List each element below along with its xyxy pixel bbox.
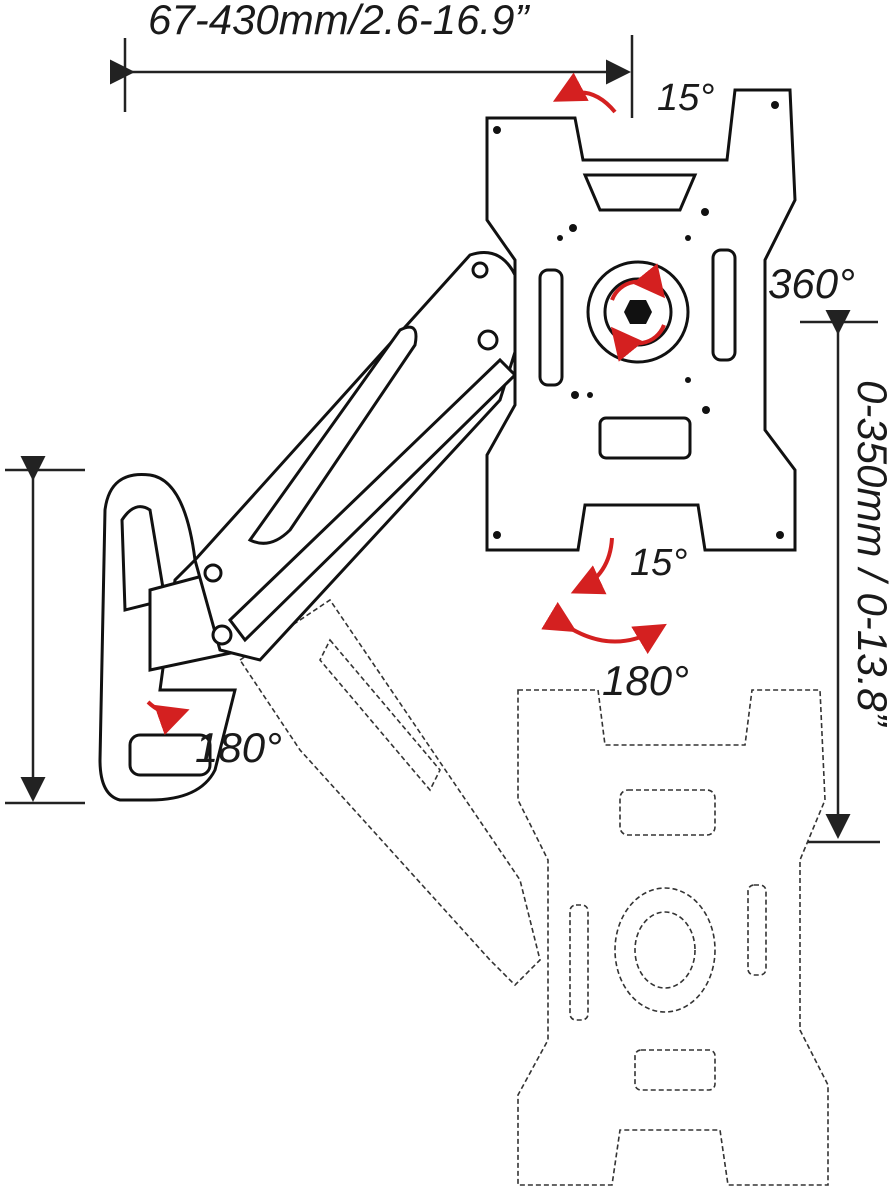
- horizontal-dimension: 67-430mm/2.6-16.9”: [110, 0, 634, 118]
- tilt-up-label: 15°: [657, 77, 714, 119]
- lowered-position-outline: [238, 598, 829, 1186]
- tilt-up-arrow-icon: [552, 72, 617, 114]
- horizontal-reach-label: 67-430mm/2.6-16.9”: [148, 0, 531, 43]
- gas-spring-arm: [193, 251, 527, 662]
- tilt-down-label: 15°: [630, 542, 687, 584]
- swivel-wall-label: 180°: [195, 724, 282, 771]
- swivel-plate-arrow-icon: [541, 601, 667, 655]
- wall-height-dimension: [5, 456, 85, 805]
- swivel-plate-label: 180°: [602, 657, 689, 704]
- vertical-range-label: 0-350mm / 0-13.8”: [849, 380, 893, 727]
- rotation-label: 360°: [768, 260, 855, 307]
- swivel-wall-arrow-icon: [146, 700, 190, 736]
- vertical-dimension: 0-350mm / 0-13.8”: [800, 310, 893, 844]
- vesa-plate: [485, 88, 797, 552]
- tilt-down-arrow-icon: [570, 537, 614, 595]
